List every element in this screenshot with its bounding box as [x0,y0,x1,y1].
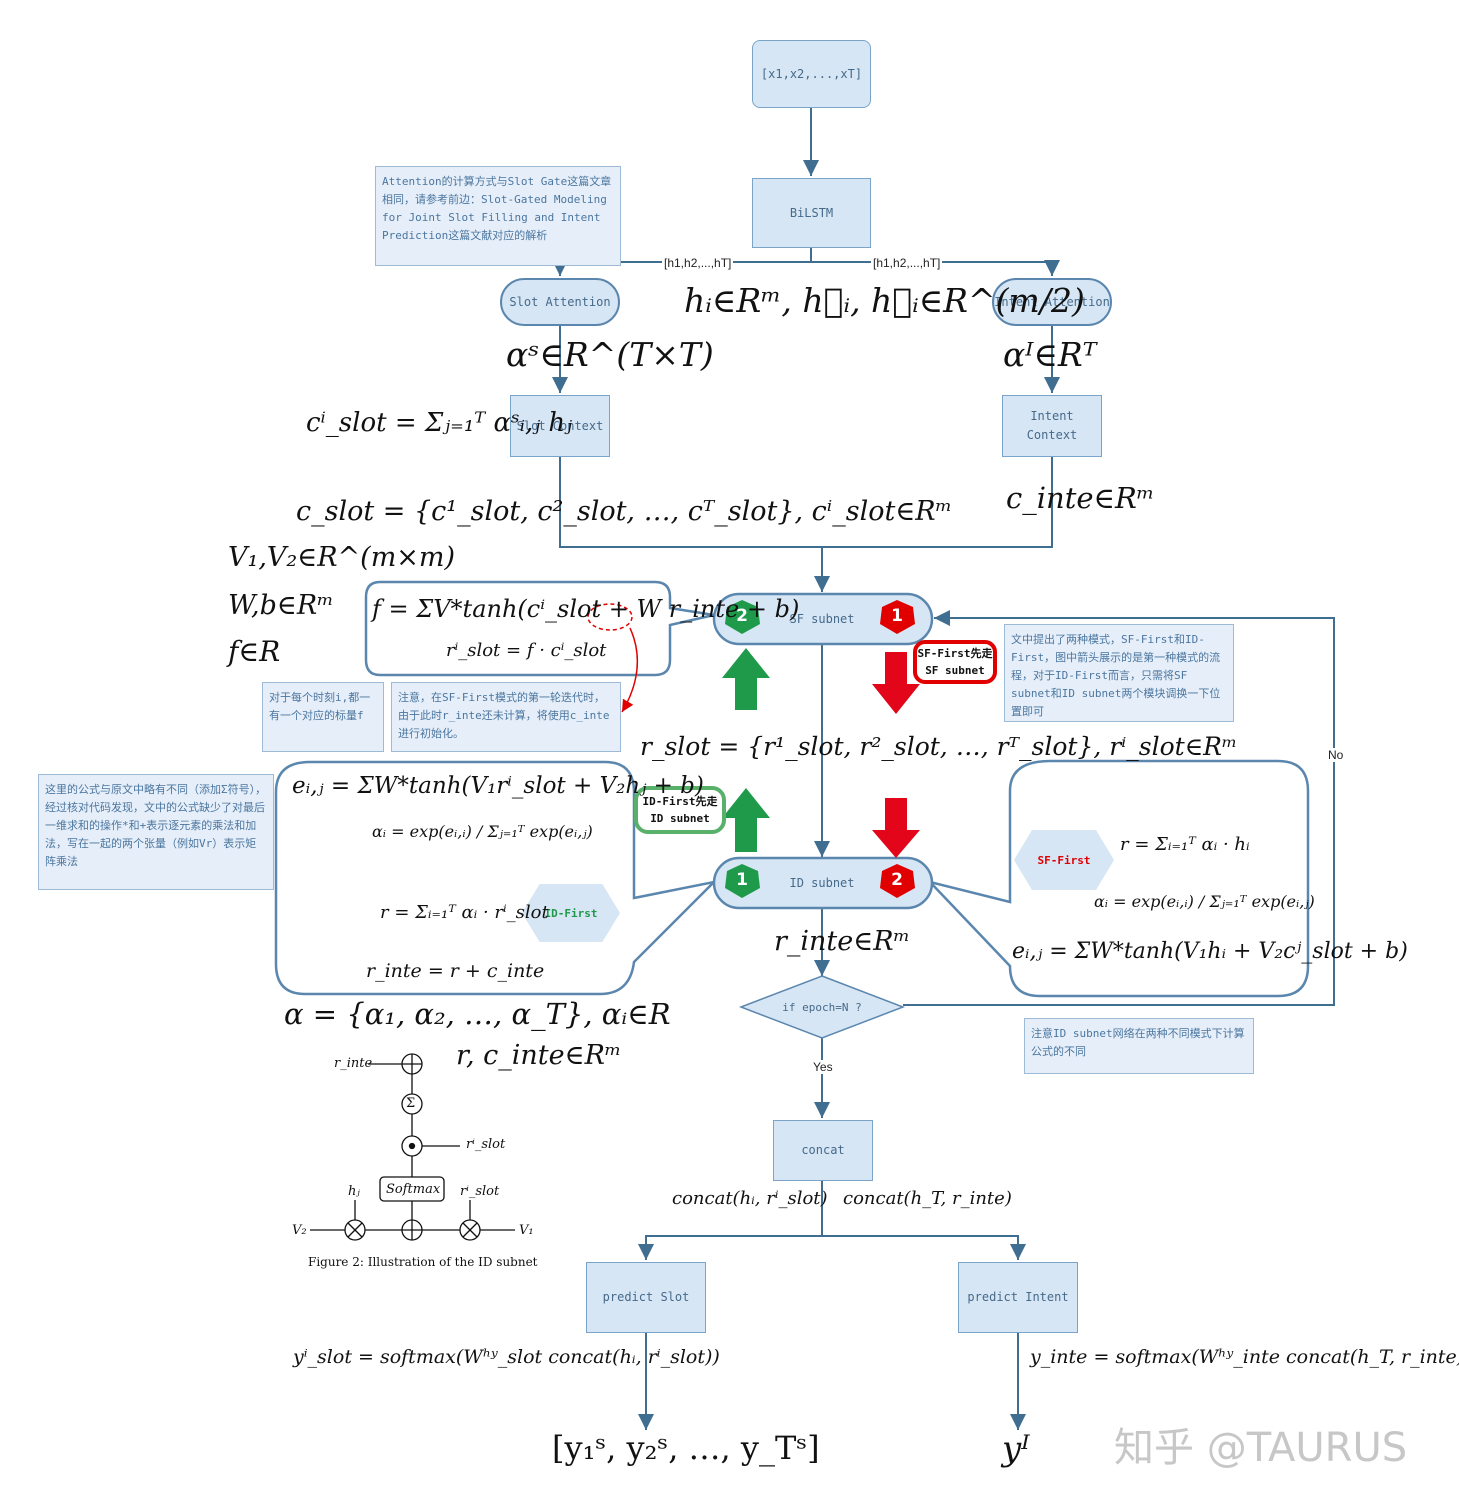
math-r-cinte: r, c_inte∈Rᵐ [456,1040,622,1071]
predict-intent-node[interactable]: predict Intent [958,1262,1078,1333]
math-r-inte-def: r_inte∈Rᵐ [774,926,911,957]
edge-slot-context-merge [559,457,822,548]
sf-subnet-node[interactable]: SF subnet [789,611,855,626]
math-alpha-set: α = {α₁, α₂, …, α_T}, αᵢ∈R [284,997,671,1031]
note-scalar-f: 对于每个时刻i,都一有一个对应的标量f [262,682,384,752]
id-subnet-shape [712,856,934,910]
green-up-arrow-1 [722,648,770,710]
red-down-arrow-1 [872,652,920,714]
edge-to-predict-slot [638,1235,822,1260]
note-formula-diff: 这里的公式与原文中略有不同（添加Σ符号），经过核对代码发现，文中的公式缺少了对最… [38,774,274,890]
sf-right-badge [880,600,915,634]
math-y-inte-eq: y_inte = softmax(Wʰʸ_inte concat(h_T, r_… [1030,1346,1459,1368]
sf-first-callout: SF-First先走SF subnet [913,640,997,684]
fig-label-v1: V₁ [519,1223,534,1238]
id-right-badge-label: 2 [891,869,903,890]
sf-first-hexagon: SF-First [1014,830,1114,890]
math-alpha-i: αᴵ∈Rᵀ [1003,335,1097,374]
math-r-slot-set: r_slot = {r¹_slot, r²_slot, …, rᵀ_slot},… [640,732,1238,761]
green-up-arrow-2 [722,788,770,852]
math-r-id: r = Σᵢ₌₁ᵀ αᵢ · rⁱ_slot [380,902,549,923]
math-wb-def: W,b∈Rᵐ [228,590,334,621]
r-inte-curved-arrow [621,627,639,713]
math-concat-intent: concat(h_T, r_inte) [843,1188,1012,1209]
id-right-badge [880,864,915,898]
math-alpha-s: αˢ∈R^(T×T) [506,335,714,374]
id-left-badge [725,864,760,898]
math-e-sf: eᵢ,ⱼ = ΣW*tanh(V₁hᵢ + V₂cʲ_slot + b) [1012,939,1408,964]
intent-context-node[interactable]: Intent Context [1002,395,1102,457]
math-concat-slot: concat(hᵢ, rⁱ_slot) [672,1188,828,1209]
math-e-id: eᵢ,ⱼ = ΣW*tanh(V₁rⁱ_slot + V₂hⱼ + b) [292,773,704,799]
math-f-def: f∈R [228,635,281,668]
fig-label-r-slot-top: rⁱ_slot [466,1137,506,1152]
watermark: 知乎 @TAURUS [1114,1425,1408,1471]
math-h-def: hᵢ∈Rᵐ, h⃗ᵢ, h⃖ᵢ∈R^(m/2) [684,281,1085,320]
edge-intent-context-merge [822,457,1053,548]
sf-subnet-shape [712,592,934,646]
fig-label-sum: Σ [406,1096,416,1111]
note-attention: Attention的计算方式与Slot Gate这篇文章相同，请参考前边：Slo… [375,166,621,266]
decision-node[interactable]: if epoch=N ? [782,1000,862,1014]
edge-label-h-right: [h1,h2,...,hT] [871,256,943,270]
red-down-arrow-2 [872,798,920,858]
edge-label-yes: Yes [811,1060,835,1074]
fig-label-r-slot-bottom: rⁱ_slot [460,1184,500,1199]
predict-slot-node[interactable]: predict Slot [586,1262,706,1333]
slot-attention-node[interactable]: Slot Attention [500,278,620,326]
id-subnet-node[interactable]: ID subnet [789,875,855,890]
decision-diamond [738,975,906,1039]
concat-node[interactable]: concat [773,1120,873,1181]
fig-label-r-inte: r_inte [334,1056,373,1071]
edge-to-predict-intent [822,1235,1026,1260]
sf-left-badge [725,600,760,634]
sf-left-badge-label: 2 [736,605,748,626]
id-first-callout: ID-First先走ID subnet [634,786,726,834]
fig-label-softmax: Softmax [386,1182,441,1197]
sf-first-formula-callout [926,759,1310,998]
math-c-slot-i: cⁱ_slot = Σⱼ₌₁ᵀ αˢᵢ,ⱼ hⱼ [306,408,573,438]
r-inte-highlight [587,603,633,631]
slot-context-node[interactable]: Slot Context [510,395,610,457]
math-y-slot-eq: yⁱ_slot = softmax(Wʰʸ_slot concat(hᵢ, rⁱ… [293,1346,720,1368]
math-alpha-id: αᵢ = exp(eᵢ,ᵢ) / Σⱼ₌₁ᵀ exp(eᵢ,ⱼ) [372,822,593,841]
id-first-hexagon: ID-First [522,884,620,942]
id-subnet-illustration [310,1053,515,1241]
note-sf-first-init: 注意，在SF-First模式的第一轮迭代时，由于此时r_inte还未计算，将使用… [391,682,621,752]
math-c-slot-set: c_slot = {c¹_slot, c²_slot, …, cᵀ_slot},… [296,496,953,527]
math-y-intent-out: yᴵ [1002,1429,1030,1469]
sf-right-badge-label: 1 [891,605,903,626]
fig-label-v2: V₂ [292,1223,307,1238]
bilstm-node[interactable]: BiLSTM [752,178,871,248]
fig-label-h-j: hⱼ [348,1184,360,1199]
input-sequence-node[interactable]: [x1,x2,...,xT] [752,40,871,108]
sf-formula-callout [364,580,715,677]
intent-attention-node[interactable]: Intent Attention [992,278,1112,326]
edge-label-no: No [1326,748,1346,762]
math-r-inte-eq: r_inte = r + c_inte [366,960,545,982]
id-left-badge-label: 1 [736,869,748,890]
edge-label-h-left: [h1,h2,...,hT] [662,256,734,270]
math-y-slot-out: [y₁ˢ, y₂ˢ, …, y_Tˢ] [552,1429,820,1467]
math-v-def: V₁,V₂∈R^(m×m) [228,542,456,573]
note-id-subnet-diff: 注意ID subnet网络在两种不同模式下计算公式的不同 [1024,1018,1254,1074]
edge-decision-no-loop [903,610,1335,1006]
note-modes: 文中提出了两种模式，SF-First和ID-First，图中箭头展示的是第一种模… [1004,624,1234,722]
math-alpha-sf: αᵢ = exp(eᵢ,ᵢ) / Σⱼ₌₁ᵀ exp(eᵢ,ⱼ) [1094,892,1315,911]
math-r-slot-i: rⁱ_slot = f · cⁱ_slot [446,640,607,661]
math-f-eq: f = ΣV*tanh(cⁱ_slot + W r_inte + b) [372,595,800,623]
fig-caption: Figure 2: Illustration of the ID subnet [308,1255,538,1269]
math-c-inte: c_inte∈Rᵐ [1006,481,1155,515]
math-r-sf: r = Σᵢ₌₁ᵀ αᵢ · hᵢ [1120,834,1250,855]
